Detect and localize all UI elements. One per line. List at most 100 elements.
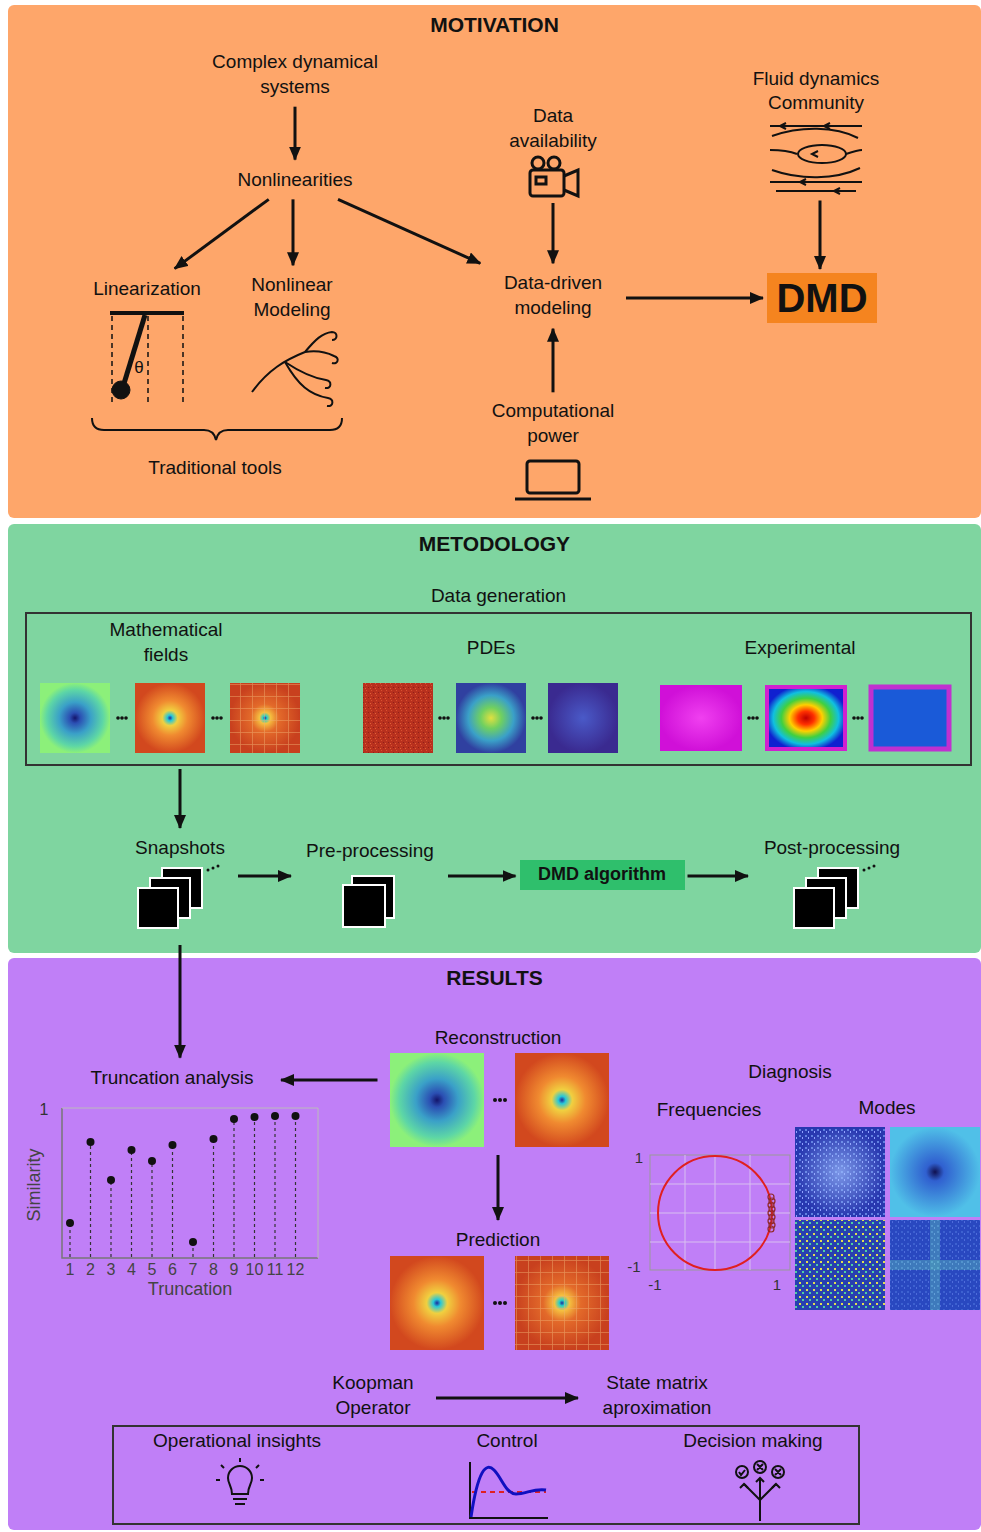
stem bbox=[274, 1116, 275, 1257]
field-image bbox=[660, 685, 742, 751]
stem bbox=[210, 1135, 218, 1257]
mode-image bbox=[795, 1220, 885, 1310]
stem bbox=[169, 1141, 177, 1149]
node-text: Truncation analysis bbox=[71, 1066, 273, 1091]
arrow-connector bbox=[338, 199, 480, 263]
axis-tick: 8 bbox=[209, 1261, 218, 1278]
bracket-label: Traditional tools bbox=[148, 457, 281, 478]
node-text: Prediction bbox=[385, 1228, 612, 1253]
axis-tick: 10 bbox=[246, 1261, 264, 1278]
stem bbox=[292, 1112, 300, 1120]
axis-title-holder: Truncation bbox=[148, 1279, 232, 1300]
lightbulb-icon bbox=[233, 1499, 247, 1504]
eigenvalue-plot bbox=[769, 1206, 775, 1212]
ellipsis-dots bbox=[212, 867, 215, 870]
truncation-chart bbox=[62, 1108, 318, 1258]
ellipsis-dots bbox=[868, 867, 871, 870]
stem bbox=[148, 1157, 156, 1165]
mode-image bbox=[890, 1220, 980, 1310]
flow-lines-icon bbox=[780, 123, 840, 194]
decision-icon bbox=[740, 1478, 780, 1488]
decision-icon bbox=[739, 1464, 781, 1475]
ellipsis-dots bbox=[446, 716, 450, 720]
dmd-box: DMD bbox=[767, 273, 877, 323]
field-image bbox=[456, 683, 526, 753]
arrow-connector bbox=[179, 945, 182, 1058]
pendulum-icon bbox=[111, 316, 113, 405]
arrow-connector bbox=[281, 1079, 378, 1082]
node-text: Data availability bbox=[487, 104, 619, 153]
lightbulb-icon bbox=[228, 1466, 252, 1494]
field-image bbox=[515, 1256, 609, 1350]
camera-icon bbox=[530, 157, 578, 196]
arrow-connector bbox=[179, 769, 182, 828]
ellipsis-dots bbox=[116, 716, 120, 720]
axis-tick: -1 bbox=[648, 1276, 661, 1293]
arrow-connector bbox=[688, 875, 749, 878]
ellipsis-dots bbox=[852, 716, 856, 720]
axis-tick: -1 bbox=[627, 1258, 640, 1275]
flow-lines-icon bbox=[770, 123, 862, 194]
axis-tick-holder: 1 bbox=[40, 1101, 49, 1119]
plot-title-holder: Modes bbox=[858, 1097, 915, 1119]
stem bbox=[271, 1112, 279, 1257]
arrow-connector bbox=[497, 1155, 500, 1220]
axis-tick-holder: 8 bbox=[209, 1261, 218, 1279]
ellipsis-dots bbox=[863, 869, 866, 872]
bracket-label-holder: Traditional tools bbox=[148, 457, 281, 479]
field-image bbox=[515, 1256, 609, 1350]
node-text: DMD bbox=[775, 275, 869, 321]
arrow-connector bbox=[436, 1397, 578, 1400]
control-plot-icon bbox=[470, 1462, 548, 1518]
ellipsis-dots bbox=[493, 1301, 497, 1305]
lightbulb-icon bbox=[216, 1458, 264, 1504]
eigenvalue-plot bbox=[769, 1222, 775, 1228]
data-source-label: Mathematical fields bbox=[91, 614, 241, 671]
concept-label: Nonlinear Modeling bbox=[237, 269, 347, 326]
axis-tick-holder: -1 bbox=[627, 1258, 640, 1275]
stem bbox=[230, 1115, 238, 1123]
field-image bbox=[871, 687, 949, 749]
stem bbox=[172, 1145, 173, 1257]
stem bbox=[128, 1146, 136, 1154]
stem bbox=[66, 1219, 74, 1257]
flow-lines-icon bbox=[776, 190, 856, 192]
eigenvalue-plot bbox=[658, 1156, 772, 1270]
field-image bbox=[230, 683, 300, 753]
axis-tick: 6 bbox=[168, 1261, 177, 1278]
eigenvalue-plot bbox=[650, 1155, 790, 1270]
axis-tick: 4 bbox=[127, 1261, 136, 1278]
eigenvalue-plot bbox=[768, 1226, 774, 1232]
stem bbox=[131, 1150, 132, 1257]
eigenvalue-plot bbox=[769, 1198, 775, 1204]
concept-label: Nonlinearities bbox=[220, 164, 370, 197]
pendulum-icon bbox=[122, 315, 145, 390]
nonlinear-tree-icon bbox=[285, 362, 332, 406]
decision-icon bbox=[736, 1466, 748, 1478]
stem bbox=[87, 1138, 95, 1257]
node-text: PDEs bbox=[445, 636, 537, 661]
ellipsis-dots bbox=[498, 1098, 502, 1102]
stem bbox=[251, 1113, 259, 1257]
pendulum-icon bbox=[147, 316, 149, 405]
node-text: Experimental bbox=[729, 636, 871, 661]
mode-image bbox=[890, 1127, 980, 1217]
ellipsis-dots bbox=[116, 716, 875, 1305]
node-text: Data-driven modeling bbox=[487, 271, 619, 320]
field-image bbox=[548, 683, 618, 753]
eigenvalue-plot bbox=[650, 1155, 790, 1270]
laptop-icon bbox=[515, 498, 591, 501]
axis-tick-holder: 1 bbox=[635, 1149, 643, 1166]
arrow-connector bbox=[292, 199, 295, 265]
axis-tick: 12 bbox=[287, 1261, 305, 1278]
snapshot-stack bbox=[138, 888, 178, 928]
stem bbox=[254, 1117, 255, 1257]
decision-icon bbox=[736, 1461, 784, 1521]
eigenvalue-plot bbox=[768, 1194, 774, 1200]
axis-tick: 7 bbox=[189, 1261, 198, 1278]
axis-tick-holder: 4 bbox=[127, 1261, 136, 1279]
axis-tick-holder: 7 bbox=[189, 1261, 198, 1279]
axis-tick: 3 bbox=[107, 1261, 116, 1278]
